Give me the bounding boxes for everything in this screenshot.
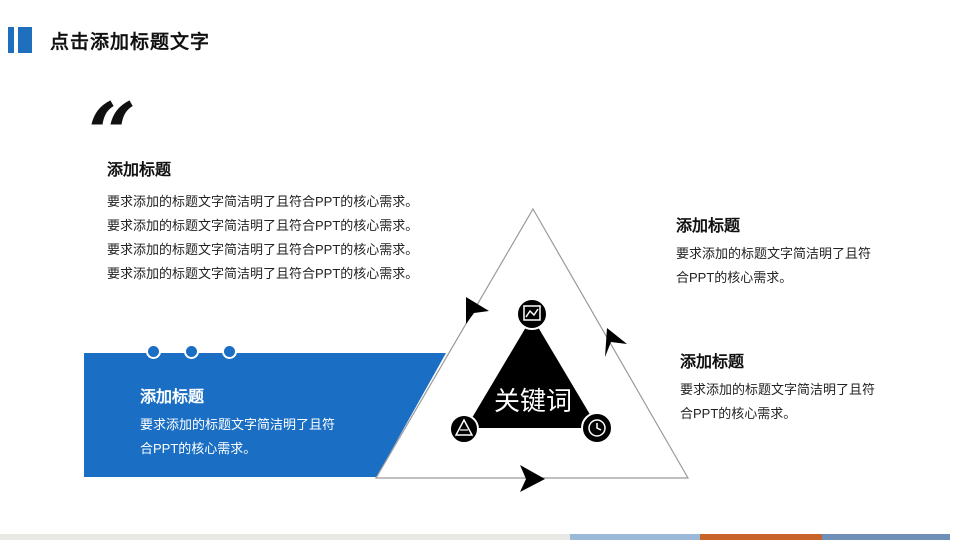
blue-panel [84, 353, 446, 477]
triangle-logo-icon [449, 414, 479, 444]
text-block-right-top: 添加标题 要求添加的标题文字简洁明了且符 合PPT的核心需求。 [676, 212, 896, 290]
block-top-heading: 添加标题 [107, 162, 172, 179]
dot-icon [184, 344, 199, 359]
text-block-right-bottom: 添加标题 要求添加的标题文字简洁明了且符 合PPT的核心需求。 [680, 348, 900, 426]
block-right-bottom-line: 合PPT的核心需求。 [680, 406, 797, 421]
page-title: 点击添加标题文字 [50, 31, 211, 53]
arrow-right-icon [605, 328, 627, 357]
block-blue-heading: 添加标题 [140, 389, 205, 406]
dot-row [146, 344, 237, 359]
block-top-line: 要求添加的标题文字简洁明了且符合PPT的核心需求。 [107, 218, 419, 233]
dot-icon [222, 344, 237, 359]
block-blue-line: 合PPT的核心需求。 [140, 441, 257, 456]
footer-stripe [0, 534, 960, 540]
text-block-blue: 添加标题 要求添加的标题文字简洁明了且符 合PPT的核心需求。 [140, 383, 380, 461]
arrow-left-icon [466, 297, 489, 324]
footer-segment [0, 534, 570, 540]
clock-icon [581, 412, 613, 444]
block-top-line: 要求添加的标题文字简洁明了且符合PPT的核心需求。 [107, 266, 419, 281]
inner-triangle [466, 317, 598, 428]
block-right-bottom-heading: 添加标题 [680, 354, 745, 371]
block-right-top-line: 要求添加的标题文字简洁明了且符 [676, 246, 872, 261]
chart-icon [516, 298, 548, 330]
block-right-top-line: 合PPT的核心需求。 [676, 270, 793, 285]
title-accent-bar [8, 27, 14, 53]
block-top-line: 要求添加的标题文字简洁明了且符合PPT的核心需求。 [107, 194, 419, 209]
title-accent-block [18, 27, 32, 53]
footer-segment [822, 534, 950, 540]
center-keyword: 关键词 [493, 387, 572, 417]
block-top-line: 要求添加的标题文字简洁明了且符合PPT的核心需求。 [107, 242, 419, 257]
block-blue-line: 要求添加的标题文字简洁明了且符 [140, 417, 336, 432]
arrow-bottom-icon [520, 465, 545, 492]
block-right-bottom-line: 要求添加的标题文字简洁明了且符 [680, 382, 876, 397]
quote-mark: “ [88, 84, 137, 183]
block-right-top-heading: 添加标题 [676, 218, 741, 235]
footer-segment [570, 534, 700, 540]
dot-icon [146, 344, 161, 359]
text-block-top: 添加标题 要求添加的标题文字简洁明了且符合PPT的核心需求。 要求添加的标题文字… [107, 156, 447, 286]
footer-segment [700, 534, 822, 540]
header: 点击添加标题文字 [8, 27, 210, 53]
